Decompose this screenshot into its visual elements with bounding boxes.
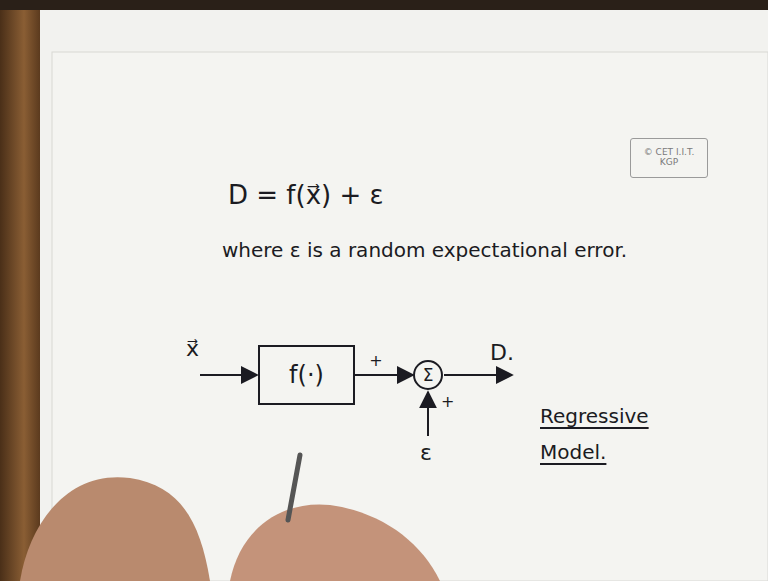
equation: D = f(x⃗) + ε	[228, 180, 384, 211]
junction-outline	[414, 361, 442, 389]
node-text: © CET I.I.T. KGP	[638, 148, 700, 168]
noise-arrow	[427, 392, 429, 436]
wooden-frame	[0, 10, 40, 581]
output-label: D.	[490, 340, 514, 366]
input-label: x⃗	[186, 336, 199, 362]
top-edge	[0, 0, 768, 10]
signal-arrow	[355, 374, 413, 376]
hand	[230, 504, 440, 581]
hand	[20, 477, 210, 581]
output-arrow	[444, 374, 512, 376]
sign-label: +	[441, 392, 454, 411]
summing-junction: Σ	[413, 360, 443, 390]
sign-label: +	[368, 352, 383, 370]
pen	[288, 455, 300, 520]
input-arrow	[200, 374, 257, 376]
node-text: Σ	[423, 366, 434, 385]
watermark-stamp: © CET I.I.T. KGP	[630, 138, 708, 178]
noise-label: ε	[420, 440, 432, 466]
model-title: Regressive Model.	[540, 398, 650, 470]
function-box: f(·)	[258, 345, 355, 405]
note-text: where ε is a random expectational error.	[222, 238, 627, 262]
node-text: f(·)	[289, 362, 324, 388]
